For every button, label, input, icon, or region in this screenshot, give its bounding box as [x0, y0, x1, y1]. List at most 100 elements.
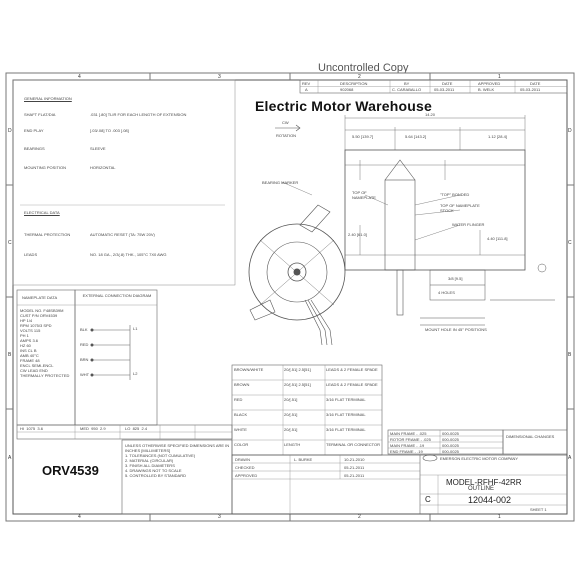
lead-color: COLOR	[234, 442, 249, 447]
dim-total: 14.20	[425, 112, 436, 117]
lead-color: BROWN	[234, 382, 250, 387]
part-label: ORV4539	[42, 463, 99, 478]
dim-1: 5.50 [139.7]	[352, 134, 374, 139]
grid-number-top-3: 3	[218, 74, 221, 80]
connection-heading: EXTERNAL CONNECTION DIAGRAM	[82, 293, 152, 298]
lead-terminal: TERMINAL OR CONNECTOR	[326, 442, 381, 447]
tb-drawn-date: 10-21-2010	[344, 457, 365, 462]
electrical-label-1: LEADS	[24, 252, 38, 257]
nameplate-line: THERMALLY PROTECTED	[20, 373, 70, 378]
note-line: 1. TOLERANCES (NOT CUMULATIVE)	[125, 453, 196, 458]
tb-drawn-label: DRAWN	[235, 457, 250, 462]
lead-terminal: LEADS & 2 FEMALE SPADE	[326, 367, 378, 372]
tb-drawing-number: 12044-002	[468, 495, 512, 505]
frame-label: ROTOR FRAME - .025	[390, 437, 431, 442]
tb-size-letter: C	[425, 495, 431, 504]
nameplate-line: CUST P/N ORV4539	[20, 313, 58, 318]
note-line: UNLESS OTHERWISE SPECIFIED DIMENSIONS AR…	[125, 443, 230, 453]
rev-header-desc: DESCRIPTION	[340, 81, 368, 86]
dimensional-changes-note: DIMENSIONAL CHANGES	[506, 434, 555, 439]
tb-outline: OUTLINE	[468, 486, 495, 492]
frame-value: 000-0025	[442, 437, 459, 442]
lead-color: BLACK	[234, 412, 248, 417]
grid-letter-left-a: A	[8, 455, 12, 461]
electrical-value-1: NO. 18 GA., 2/3(.8) THK., 105°C 7X0 AWG	[90, 252, 167, 257]
dim-6: 3/8 [9.5]	[448, 276, 463, 281]
tb-company: EMERSON ELECTRIC MOTOR COMPANY	[440, 456, 519, 461]
electrical-label-0: THERMAL PROTECTION	[24, 232, 71, 237]
general-info-value-1: [.03/.08] TO .003 [.08]	[90, 128, 129, 133]
dim-2: 5.64 [143.2]	[405, 134, 427, 139]
frame-value: 000-0025	[442, 431, 459, 436]
tb-sheet: SHEET 1	[530, 507, 547, 512]
tb-model: MODEL-RFHF-42RR	[446, 478, 522, 487]
tb-drawn-by: L. BURKE	[294, 457, 313, 462]
grid-letter-right-d: D	[568, 128, 572, 134]
grid-number-bottom-2: 2	[358, 514, 361, 520]
general-info-value-0: .031 [.80] TLIR FOR EACH LENGTH OF EXTEN…	[90, 112, 187, 117]
nameplate-lines: MODEL NO. F48SB39M CUST P/N ORV4539 HP 1…	[20, 308, 74, 378]
note-line: 3. FINISH ALL DIAMETERS	[125, 463, 175, 468]
general-info-label-0: SHAFT FLAT/DIA	[24, 112, 56, 117]
nameplate-line: INS CL B	[20, 348, 37, 353]
frame-value: 000-0025	[442, 449, 459, 454]
connection-label-brn: BRN	[80, 357, 89, 362]
frame-value: 000-0025	[442, 443, 459, 448]
nameplate-line: AMB 40°C	[20, 353, 39, 358]
nameplate-line: MODEL NO. F48SB39M	[20, 308, 64, 313]
grid-number-top-2: 2	[358, 74, 361, 80]
rev-value-approved: B. WELK	[478, 87, 495, 92]
nameplate-heading: NAMEPLATE DATA	[22, 295, 58, 300]
speed-cell: 2.4	[141, 426, 148, 431]
main-frame-table: MAIN FRAME - .025 000-0025 ROTOR FRAME - …	[390, 431, 459, 455]
grid-letter-left-b: B	[8, 352, 12, 358]
general-info-label-1: END PLAY	[24, 128, 44, 133]
label-rotation: CW	[282, 120, 289, 125]
nameplate-line: PH 1	[20, 333, 29, 338]
tb-checked-date: 05-21-2011	[344, 465, 365, 470]
grid-letter-right-a: A	[568, 455, 572, 461]
lead-terminal: 3/16 FLAT TERMINAL	[326, 412, 366, 417]
lead-terminal: 3/16 FLAT TERMINAL	[326, 397, 366, 402]
note-line: 5. CONTROLLED BY STANDARD	[125, 473, 186, 478]
lead-color: WHITE	[234, 427, 247, 432]
label-water-flinger: WATER FLINGER	[452, 222, 485, 227]
connection-label-wht: WHT	[80, 372, 90, 377]
rev-value-by: C. CARABALLO	[392, 87, 422, 92]
rev-header-date: DATE	[442, 81, 453, 86]
lead-terminal: 3/16 FLAT TERMINAL	[326, 427, 366, 432]
nameplate-line: AMPS 3.6	[20, 338, 39, 343]
nameplate-line: FRAME 48	[20, 358, 40, 363]
tb-approved-label: APPROVED	[235, 473, 258, 478]
rev-header-approved: APPROVED	[478, 81, 501, 86]
rev-value-date2: 05-03-2011	[520, 87, 541, 92]
connection-label-l2: L2	[133, 371, 138, 376]
rev-value-date: 05-03-2011	[434, 87, 455, 92]
rev-value-desc: 902068	[340, 87, 354, 92]
tb-approved-date: 05-21-2011	[344, 473, 365, 478]
general-info-heading: GENERAL INFORMATION	[24, 96, 72, 101]
electrical-value-0: AUTOMATIC RESET (TA: 75W 20V)	[90, 232, 155, 237]
frame-label: MAIN FRAME - .025	[390, 431, 427, 436]
speed-cell: HI	[20, 426, 24, 431]
speed-cell: 950	[91, 426, 98, 431]
rev-value-rev: A	[305, 87, 308, 92]
speed-cell: 1075	[26, 426, 36, 431]
general-info-value-2: SLEEVE	[90, 146, 106, 151]
watermark-title: Electric Motor Warehouse	[255, 98, 432, 114]
connection-label-l1: L1	[133, 326, 138, 331]
label-bearing-marker: BEARING MARKER	[262, 180, 299, 185]
speed-cell: 2.9	[100, 426, 106, 431]
lead-terminal: LEADS & 2 FEMALE SPADE	[326, 382, 378, 387]
nameplate-line: ENCL SEMI-ENCL	[20, 363, 54, 368]
nameplate-line: VOLTS 115	[20, 328, 41, 333]
speed-cell: MED	[80, 426, 89, 431]
frame-row: MAIN FRAME - .025 000-0025	[390, 431, 459, 437]
